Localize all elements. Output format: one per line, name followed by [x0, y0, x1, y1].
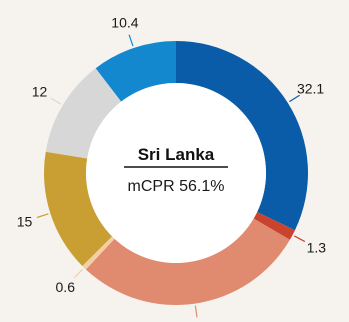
leader-line	[294, 235, 306, 243]
leader-line	[73, 268, 84, 279]
donut-slices	[44, 41, 309, 305]
slice-10-4	[95, 41, 176, 102]
slice-value-label: 1.3	[307, 240, 327, 256]
leader-line	[289, 94, 300, 103]
slice-value-label: 15	[17, 213, 33, 229]
slice-value-label: 12	[32, 83, 48, 99]
slice-value-label: 0.6	[56, 279, 76, 295]
label-leaders	[36, 34, 306, 318]
chart-subtitle: mCPR 56.1%	[128, 178, 225, 195]
slice-value-label: 32.1	[297, 80, 324, 96]
leader-line	[36, 213, 49, 219]
leader-line	[50, 97, 62, 105]
slice-15	[44, 151, 113, 266]
leader-line	[128, 34, 134, 47]
chart-title: Sri Lanka	[138, 145, 215, 164]
slice-12	[45, 68, 122, 159]
slice-28-5	[85, 218, 290, 305]
slice-0-6	[82, 236, 115, 270]
slice-1-3	[253, 211, 295, 240]
donut-hole	[86, 83, 266, 263]
slice-value-label: 10.4	[111, 14, 138, 30]
slice-32-1	[176, 41, 309, 231]
leader-line	[194, 305, 198, 318]
